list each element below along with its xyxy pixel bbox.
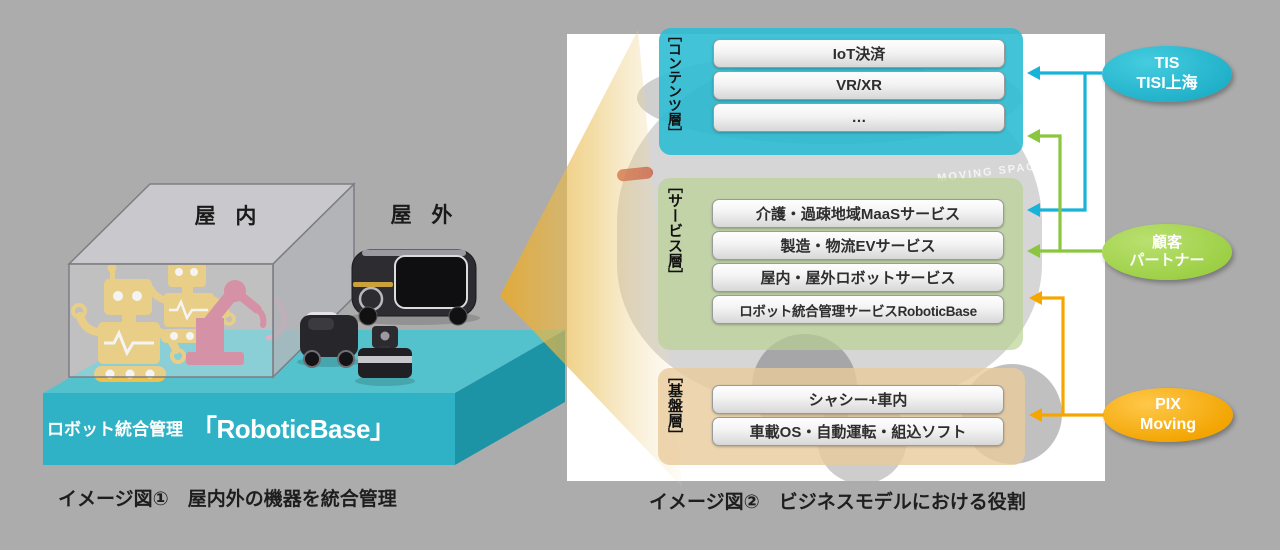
platform-label-prefix: ロボット統合管理 [47, 420, 183, 439]
layer-item-maas-service: 介護・過疎地域MaaSサービス [712, 199, 1004, 228]
layer-item-vr-xr: VR/XR [713, 71, 1005, 100]
badge-tis-line-1: TIS [1154, 55, 1180, 73]
indoor-robot-icon-1 [71, 263, 186, 382]
badge-pix-line-2: Moving [1140, 416, 1196, 433]
indoor-robot-arm-icon [186, 280, 288, 365]
layer-item-chassis: シャシー+車内 [712, 385, 1004, 414]
outdoor-pod-vehicle-icon [351, 249, 477, 326]
outdoor-rover-icon [300, 312, 358, 368]
layer-item-ev-service: 製造・物流EVサービス [712, 231, 1004, 260]
layer-item-vehicle-os: 車載OS・自動運転・組込ソフト [712, 417, 1004, 446]
indoor-robot-icon-2 [146, 246, 236, 343]
layer-item-robot-service: 屋内・屋外ロボットサービス [712, 263, 1004, 292]
badge-pix-line-1: PIX [1155, 396, 1181, 414]
layer-box-service: ［サービス層］ 介護・過疎地域MaaSサービス 製造・物流EVサービス 屋内・屋… [658, 178, 1023, 350]
badge-pix-moving: PIX Moving [1103, 388, 1233, 442]
badge-customer-line-2: パートナー [1129, 252, 1205, 269]
indoor-label: 屋 内 [194, 205, 264, 228]
platform-label: ロボット統合管理 「RoboticBase」 [47, 409, 396, 446]
layer-label-foundation: ［基盤層］ [666, 368, 683, 443]
badge-customer-line-1: 顧客 [1151, 233, 1182, 251]
caption-figure-1: イメージ図① 屋内外の機器を統合管理 [58, 489, 397, 510]
layer-label-service: ［サービス層］ [666, 178, 683, 283]
layer-item-ellipsis: … [713, 103, 1005, 132]
badge-customer-partner: 顧客 パートナー [1102, 224, 1232, 280]
badge-tis: TIS TISI上海 [1102, 46, 1232, 102]
layer-box-foundation: ［基盤層］ シャシー+車内 車載OS・自動運転・組込ソフト [658, 368, 1025, 465]
platform-label-name: 「RoboticBase」 [191, 414, 396, 444]
outdoor-label: 屋 外 [390, 204, 460, 227]
outdoor-tracked-robot-icon [358, 326, 412, 378]
layer-label-contents: ［コンテンツ層］ [667, 28, 683, 140]
caption-figure-2: イメージ図② ビジネスモデルにおける役割 [649, 492, 1026, 513]
layer-box-contents: ［コンテンツ層］ IoT決済 VR/XR … [659, 28, 1023, 155]
layer-item-iot-payment: IoT決済 [713, 39, 1005, 68]
outdoor-vehicle-icons [297, 249, 480, 386]
layer-item-roboticbase-service: ロボット統合管理サービスRoboticBase [712, 295, 1004, 324]
badge-tis-line-2: TISI上海 [1136, 75, 1198, 92]
